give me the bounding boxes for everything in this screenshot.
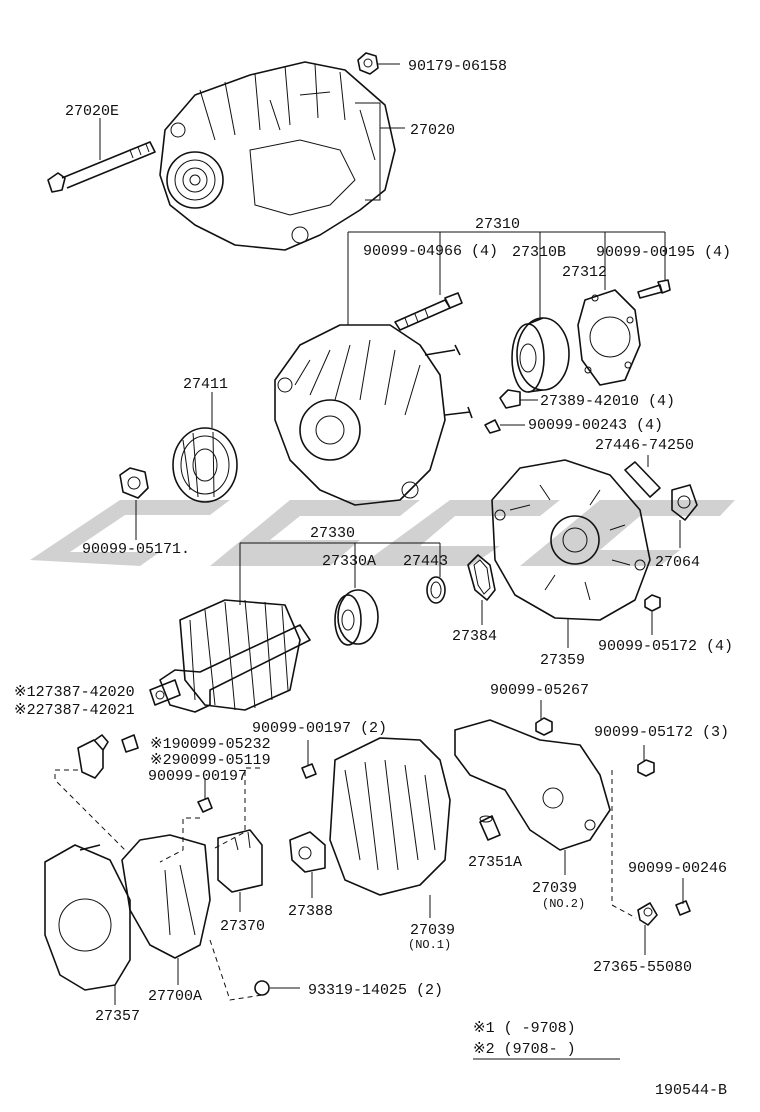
ring-27443 [426, 576, 446, 604]
cover-27039-no2 [454, 719, 611, 851]
bearing-27330A [334, 589, 379, 646]
dashed-alignment-lines [54, 767, 637, 1001]
bolt-27020E [47, 141, 156, 193]
label-90099-05172-3: 90099-05172 (3) [594, 724, 729, 741]
part-labels: 90179-06158 27020E 27020 27310 90099-049… [14, 58, 733, 1025]
diagram-id: 190544-B [655, 1082, 727, 1099]
brush-holder-27370 [217, 829, 263, 893]
label-27365-55080: 27365-55080 [593, 959, 692, 976]
label-27357: 27357 [95, 1008, 140, 1025]
legend-mark2: ※2 (9708- ) [473, 1041, 576, 1058]
nut-90099-05171 [119, 467, 149, 499]
screw-90099-05232 [121, 734, 139, 753]
label-90099-05172-4: 90099-05172 (4) [598, 638, 733, 655]
retainer-plate-27312 [577, 289, 641, 386]
screw-93319-14025 [254, 980, 270, 996]
nut-90099-05172-4 [644, 594, 661, 612]
regulator-27700A [121, 834, 211, 959]
watermark-logo [30, 500, 735, 566]
label-90099-00197: 90099-00197 [148, 768, 247, 785]
bearing-27310B [511, 317, 570, 393]
label-27064: 27064 [655, 554, 700, 571]
label-27020: 27020 [410, 122, 455, 139]
label-90099-04966: 90099-04966 (4) [363, 243, 498, 260]
label-90179-06158: 90179-06158 [408, 58, 507, 75]
drive-end-frame-27310 [274, 324, 473, 506]
rotor-27330 [149, 599, 311, 713]
label-27351A: 27351A [468, 854, 522, 871]
insulator-27388 [289, 831, 326, 873]
label-27370: 27370 [220, 918, 265, 935]
label-90099-05119: ※290099-05119 [150, 752, 271, 769]
label-90099-00246: 90099-00246 [628, 860, 727, 877]
label-27389-42010: 27389-42010 (4) [540, 393, 675, 410]
terminal-27446-74250 [624, 461, 661, 498]
label-90099-05232: ※190099-05232 [150, 736, 271, 753]
label-27700A: 27700A [148, 988, 202, 1005]
label-93319-14025: 93319-14025 (2) [308, 982, 443, 999]
pulley-27411 [172, 427, 238, 503]
label-27387-42021: ※227387-42021 [14, 702, 135, 719]
bushing-27351A [479, 815, 501, 841]
label-27443: 27443 [403, 553, 448, 570]
label-90099-05171: 90099-05171. [82, 541, 190, 558]
nut-90099-05267 [535, 717, 553, 736]
label-27330A: 27330A [322, 553, 376, 570]
label-27387-42020: ※127387-42020 [14, 684, 135, 701]
label-90099-05267: 90099-05267 [490, 682, 589, 699]
clip-27389-42010 [499, 389, 521, 409]
label-27446-74250: 27446-74250 [595, 437, 694, 454]
seal-27384 [467, 554, 496, 601]
label-90099-00243: 90099-00243 (4) [528, 417, 663, 434]
legend: ※1 ( -9708) ※2 (9708- ) [473, 1020, 620, 1060]
label-90099-00195: 90099-00195 (4) [596, 244, 731, 261]
end-cover-27039-no1 [329, 737, 451, 896]
screw-90099-00195 [637, 279, 671, 299]
nut-90179-06158 [357, 52, 379, 75]
label-90099-00197-2: 90099-00197 (2) [252, 720, 387, 737]
label-27310B: 27310B [512, 244, 566, 261]
stud-90099-04966 [394, 292, 463, 331]
brush-holder-27387 [77, 734, 109, 779]
screw-90099-00243 [484, 419, 501, 434]
label-27039-no2: 27039 [532, 880, 577, 897]
label-no2: (NO.2) [542, 897, 585, 911]
label-27330: 27330 [310, 525, 355, 542]
screw-90099-00197-pair [301, 763, 317, 779]
label-27310: 27310 [475, 216, 520, 233]
label-27312: 27312 [562, 264, 607, 281]
label-27411: 27411 [183, 376, 228, 393]
nut-90099-05172-3 [637, 759, 655, 777]
terminal-27365-55080 [637, 902, 658, 926]
alternator-assembly-27020 [159, 61, 396, 251]
label-27020E: 27020E [65, 103, 119, 120]
insulator-27064 [671, 484, 698, 521]
label-27359: 27359 [540, 652, 585, 669]
legend-mark1: ※1 ( -9708) [473, 1020, 576, 1037]
label-27388: 27388 [288, 903, 333, 920]
label-no1: (NO.1) [408, 938, 451, 952]
label-27384: 27384 [452, 628, 497, 645]
rectifier-27357 [44, 844, 131, 991]
rear-end-frame-27359 [491, 459, 651, 621]
label-27039-no1: 27039 [410, 922, 455, 939]
leader-lines [99, 63, 684, 1005]
